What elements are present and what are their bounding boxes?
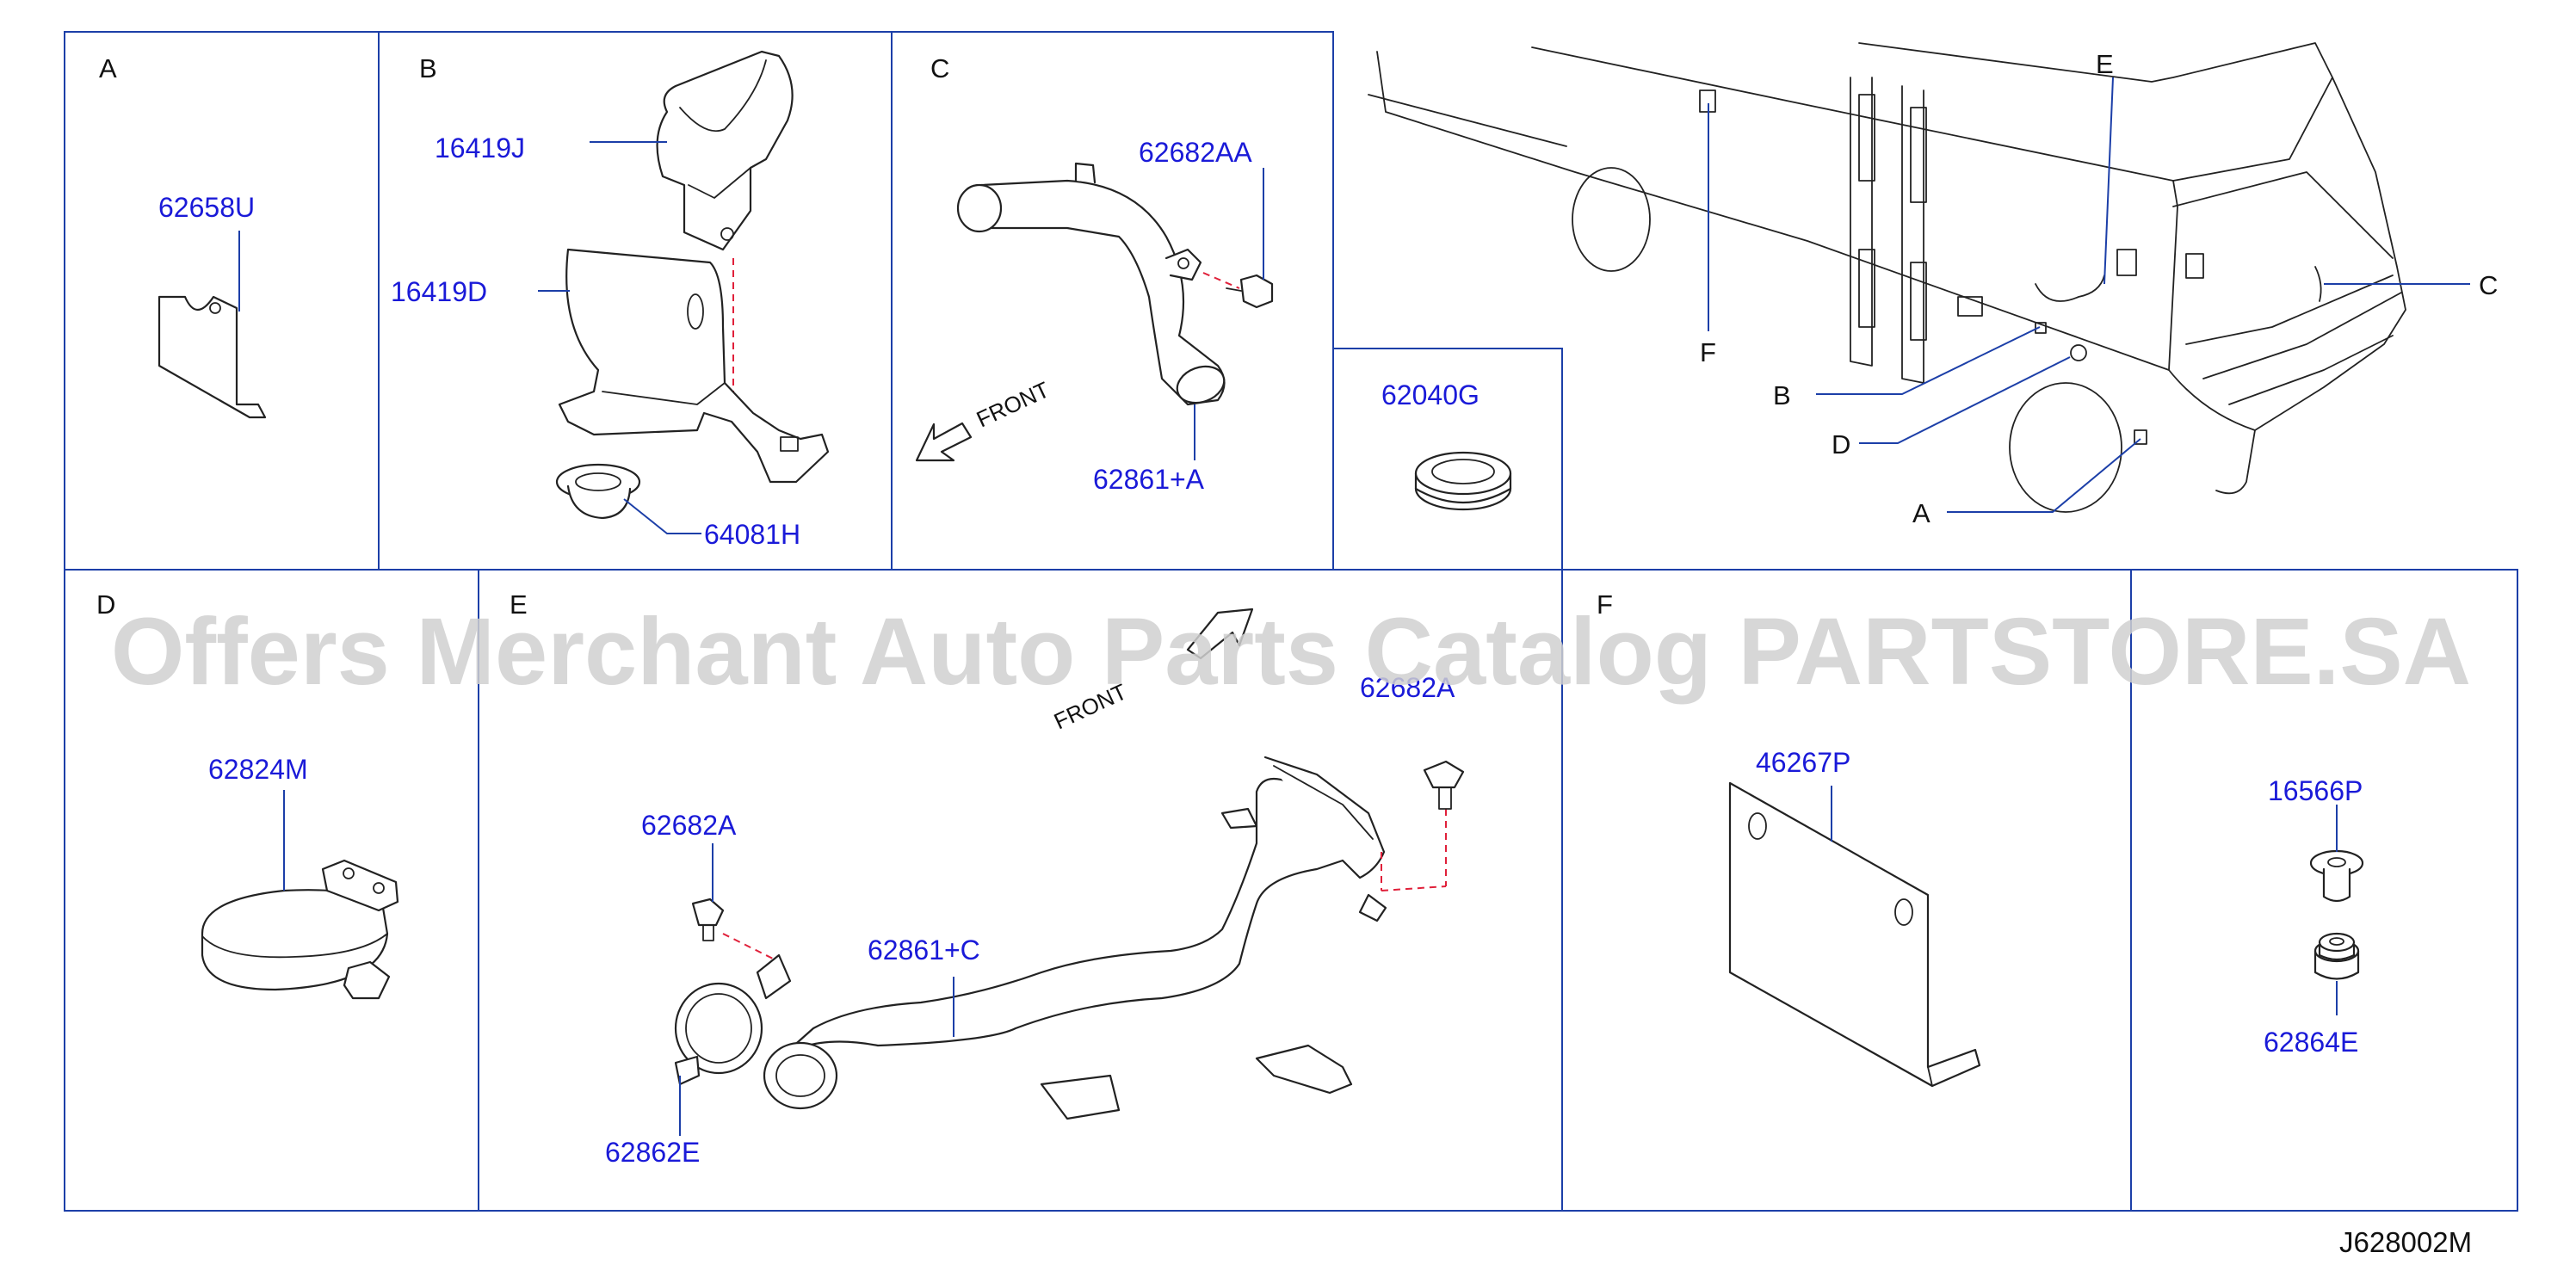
part-62861a-duct <box>956 162 1226 406</box>
part-number-62862e: 62862E <box>605 1137 700 1168</box>
truck-label-c: C <box>2479 270 2498 300</box>
part-62682a-screw-left <box>691 898 725 941</box>
part-number-46267p: 46267P <box>1756 747 1850 778</box>
truck-label-d: D <box>1832 429 1850 460</box>
part-number-62864e: 62864E <box>2264 1027 2358 1058</box>
part-46267p-plate <box>1728 781 1981 1088</box>
section-label-e: E <box>510 589 528 620</box>
truck-label-a: A <box>1912 498 1930 528</box>
part-number-62682a-left: 62682A <box>641 810 737 841</box>
part-number-62861-a: 62861+A <box>1093 464 1205 495</box>
truck-label-f: F <box>1700 337 1716 367</box>
section-label-f: F <box>1597 589 1613 620</box>
section-label-c: C <box>930 53 949 83</box>
part-number-62824m: 62824M <box>208 754 308 785</box>
part-number-16419d: 16419D <box>391 276 487 307</box>
section-label-b: B <box>419 53 437 83</box>
part-62682a-screw-top <box>1423 760 1465 810</box>
part-62824m-clamp <box>201 859 399 1000</box>
part-62040g-seal <box>1414 451 1512 511</box>
part-62682aa-screw <box>1226 274 1274 309</box>
part-16419d-heat-shield <box>558 248 830 484</box>
svg-text:FRONT: FRONT <box>973 376 1053 432</box>
part-number-62682aa: 62682AA <box>1139 137 1252 168</box>
part-number-62861-c: 62861+C <box>868 935 980 965</box>
front-arrow-c: FRONT <box>915 376 1053 462</box>
part-number-62658u: 62658U <box>158 192 255 223</box>
part-number-62040g: 62040G <box>1381 379 1480 410</box>
section-label-d: D <box>96 589 115 620</box>
truck-label-b: B <box>1773 380 1791 410</box>
part-64081h-grommet <box>555 463 641 520</box>
part-number-64081h: 64081H <box>704 519 800 550</box>
truck-label-e: E <box>2096 49 2114 79</box>
part-62861c-duct <box>763 756 1387 1120</box>
part-62862e-clamp <box>674 953 792 1086</box>
section-label-a: A <box>99 53 117 83</box>
truck-outline <box>1368 42 2406 513</box>
part-number-62682a-top: 62682A <box>1360 672 1455 703</box>
watermark-text: Offers Merchant Auto Parts Catalog PARTS… <box>111 599 2471 705</box>
part-62658u-plate <box>158 295 267 419</box>
part-number-16566p: 16566P <box>2268 775 2363 806</box>
section-frames <box>64 31 2518 1212</box>
part-16419j-bracket <box>656 50 794 251</box>
diagram-code: J628002M <box>2339 1226 2472 1258</box>
part-number-16419j: 16419J <box>435 133 525 163</box>
part-62864e-grommet <box>2313 932 2360 980</box>
part-16566p-collar <box>2309 849 2364 903</box>
